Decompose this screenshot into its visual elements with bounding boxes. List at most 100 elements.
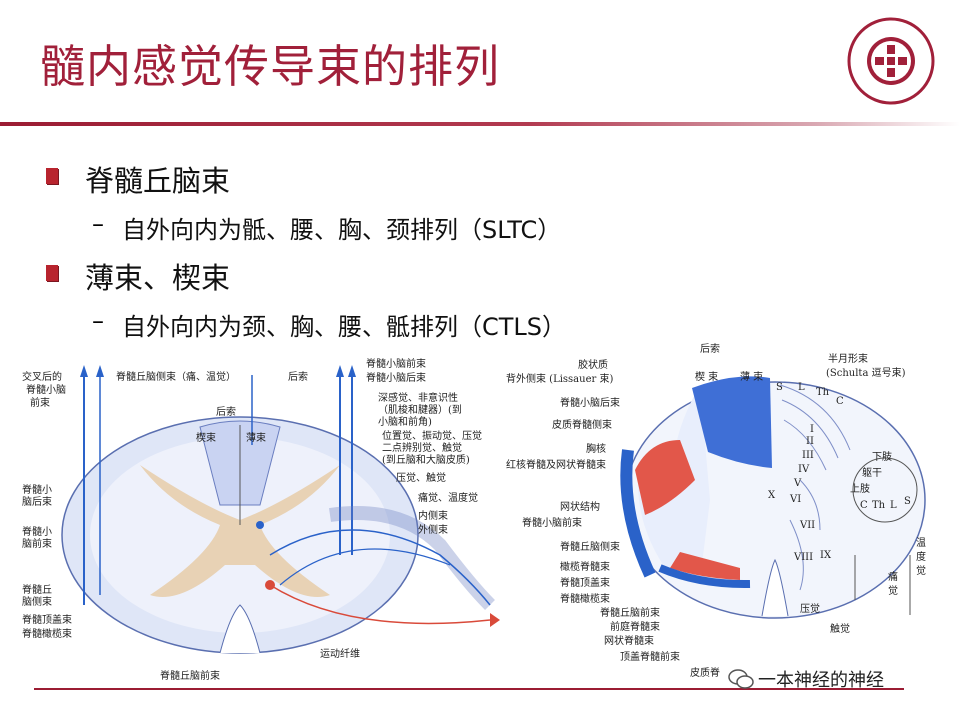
label-pain-1: 痛	[888, 570, 898, 583]
label-crossed-vsct-2: 脊髓小脑	[26, 383, 66, 396]
bullet-sub-2: 自外向内为颈、胸、腰、骶排列（CTLS）	[122, 313, 567, 341]
label-rl7: 脊髓小脑前束	[522, 516, 582, 529]
label-r7: (到丘脑和大脑皮质)	[382, 453, 470, 466]
lamina-numerals: I II III IV V VI VII VIII IX X	[768, 424, 832, 563]
label-seg5: 躯干	[862, 466, 882, 479]
label-l7: 脊髓橄榄束	[22, 627, 72, 640]
bullet-icon	[46, 168, 58, 184]
label-comma-tract-2: (Schulta 逗号束)	[826, 367, 906, 379]
label-temp-1: 温	[916, 537, 926, 549]
label-temp-3: 觉	[916, 565, 926, 577]
label-lateral-spinothalamic: 脊髓丘脑侧束（痛、温觉）	[116, 370, 236, 383]
footer-divider	[34, 688, 904, 690]
right-labels: 脊髓小脑前束 脊髓小脑后束 深感觉、非意识性 （肌梭和腱器）(到 小脑和前角) …	[366, 357, 482, 536]
label-temp-2: 度	[916, 550, 926, 563]
label-r8: 压觉、触觉	[396, 471, 446, 484]
label-l5: 脑侧束	[22, 595, 52, 608]
watermark: 一本神经的神经	[728, 666, 884, 692]
label-seg3: C	[836, 396, 844, 407]
label-rl15: 顶盖脊髓前束	[620, 650, 680, 663]
label-l1: 脑后束	[22, 495, 52, 508]
label-r1: 脊髓小脑后束	[366, 371, 426, 384]
label-lamina-1: I	[810, 424, 814, 435]
label-touch: 触觉	[830, 622, 850, 635]
label-posterior-funiculus-inner: 后索	[216, 405, 236, 418]
wechat-icon	[728, 669, 754, 689]
label-seg2: Th	[816, 387, 830, 398]
label-rl13: 前庭脊髓束	[610, 620, 660, 633]
label-cuneate-r: 楔 束	[695, 371, 718, 383]
label-posterior-funiculus: 后索	[288, 370, 308, 383]
label-rl12: 脊髓丘脑前束	[600, 606, 660, 619]
label-pain-2: 觉	[888, 585, 898, 597]
label-gracile-r: 薄 束	[740, 370, 763, 383]
hospital-logo	[847, 17, 935, 105]
label-lamina-5: V	[793, 478, 802, 489]
dash-icon: –	[92, 210, 104, 238]
label-seg7: C	[860, 500, 868, 511]
label-rl5: 红核脊髓及网状脊髓束	[506, 458, 606, 471]
spinal-pathway-figure: 交叉后的 脊髓小脑 前束 脊髓丘脑侧束（痛、温觉） 后索 后索 楔束 薄束 脊髓…	[22, 357, 500, 682]
label-rl2: 脊髓小脑后束	[560, 396, 620, 409]
dash-icon: –	[92, 307, 104, 335]
spinal-lamination-figure: 后索 楔 束 薄 束 胶状质 背外侧束 (Lissauer 束) 脊髓小脑后束 …	[506, 342, 926, 679]
label-r11: 外侧束	[418, 523, 448, 536]
label-r2: 深感觉、非意识性	[378, 391, 458, 404]
right-figure-left-labels: 胶状质 背外侧束 (Lissauer 束) 脊髓小脑后束 皮质脊髓侧束 胸核 红…	[506, 358, 720, 679]
label-rl8: 脊髓丘脑侧束	[560, 540, 620, 553]
bullet-heading-1: 脊髓丘脑束	[85, 164, 231, 198]
label-rl0: 胶状质	[578, 358, 608, 371]
slide-title: 髓内感觉传导束的排列	[40, 40, 501, 93]
label-rl11: 脊髓橄榄束	[560, 592, 610, 605]
label-rl3: 皮质脊髓侧束	[552, 418, 612, 431]
label-rl6: 网状结构	[560, 500, 600, 513]
label-lamina-2: II	[806, 436, 814, 447]
label-seg6: 上肢	[850, 482, 870, 495]
label-rl14: 网状脊髓束	[604, 634, 654, 647]
label-r9: 痛觉、温度觉	[418, 491, 478, 504]
label-r0: 脊髓小脑前束	[366, 357, 426, 370]
label-seg4: 下肢	[872, 450, 892, 463]
label-lamina-9: IX	[820, 550, 832, 561]
bullet-heading-2: 薄束、楔束	[85, 261, 231, 295]
label-lamina-10: X	[768, 490, 776, 501]
label-rl4: 胸核	[586, 442, 606, 455]
label-r6: 二点辨别觉、触觉	[382, 441, 462, 454]
left-labels: 脊髓小 脑后束 脊髓小 脑前束 脊髓丘 脑侧束 脊髓顶盖束 脊髓橄榄束	[22, 483, 72, 640]
label-lamina-4: IV	[798, 464, 810, 475]
label-gracile: 薄束	[246, 431, 266, 444]
label-motor-fibers: 运动纤维	[320, 647, 360, 660]
title-divider	[0, 122, 960, 126]
label-seg10: S	[904, 496, 911, 507]
label-seg1: L	[798, 382, 805, 393]
label-lamina-7: VII	[799, 520, 815, 531]
label-l3: 脑前束	[22, 537, 52, 550]
label-comma-tract-1: 半月形束	[828, 352, 868, 365]
label-rl1: 背外侧束 (Lissauer 束)	[506, 372, 613, 385]
label-r10: 内侧束	[418, 509, 448, 522]
label-seg8: Th	[872, 500, 886, 511]
label-lamina-8: VIII	[793, 552, 813, 563]
label-l6: 脊髓顶盖束	[22, 613, 72, 626]
label-pressure: 压觉	[800, 603, 820, 615]
label-r3: （肌梭和腱器）(到	[378, 403, 462, 416]
label-cuneate: 楔束	[196, 432, 216, 444]
watermark-text: 一本神经的神经	[758, 670, 884, 691]
label-r5: 位置觉、振动觉、压觉	[382, 429, 482, 442]
label-l4: 脊髓丘	[22, 583, 52, 596]
label-seg0: S	[776, 382, 783, 393]
label-crossed-vsct-3: 前束	[30, 396, 50, 409]
label-rl10: 脊髓顶盖束	[560, 576, 610, 589]
label-anterior-spinothalamic: 脊髓丘脑前束	[160, 669, 220, 682]
label-rl16: 皮质脊	[690, 666, 720, 679]
label-crossed-vsct-1: 交叉后的	[22, 370, 62, 383]
label-l0: 脊髓小	[22, 483, 52, 496]
label-lamina-6: VI	[789, 494, 801, 505]
segment-labels: S L Th C 下肢 躯干 上肢 C Th L S	[776, 382, 911, 511]
bullet-sub-1: 自外向内为骶、腰、胸、颈排列（SLTC）	[122, 216, 562, 244]
label-seg9: L	[890, 500, 897, 511]
label-r4: 小脑和前角)	[378, 415, 432, 428]
label-l2: 脊髓小	[22, 525, 52, 538]
label-rl9: 橄榄脊髓束	[560, 560, 610, 573]
bullet-icon	[46, 265, 58, 281]
